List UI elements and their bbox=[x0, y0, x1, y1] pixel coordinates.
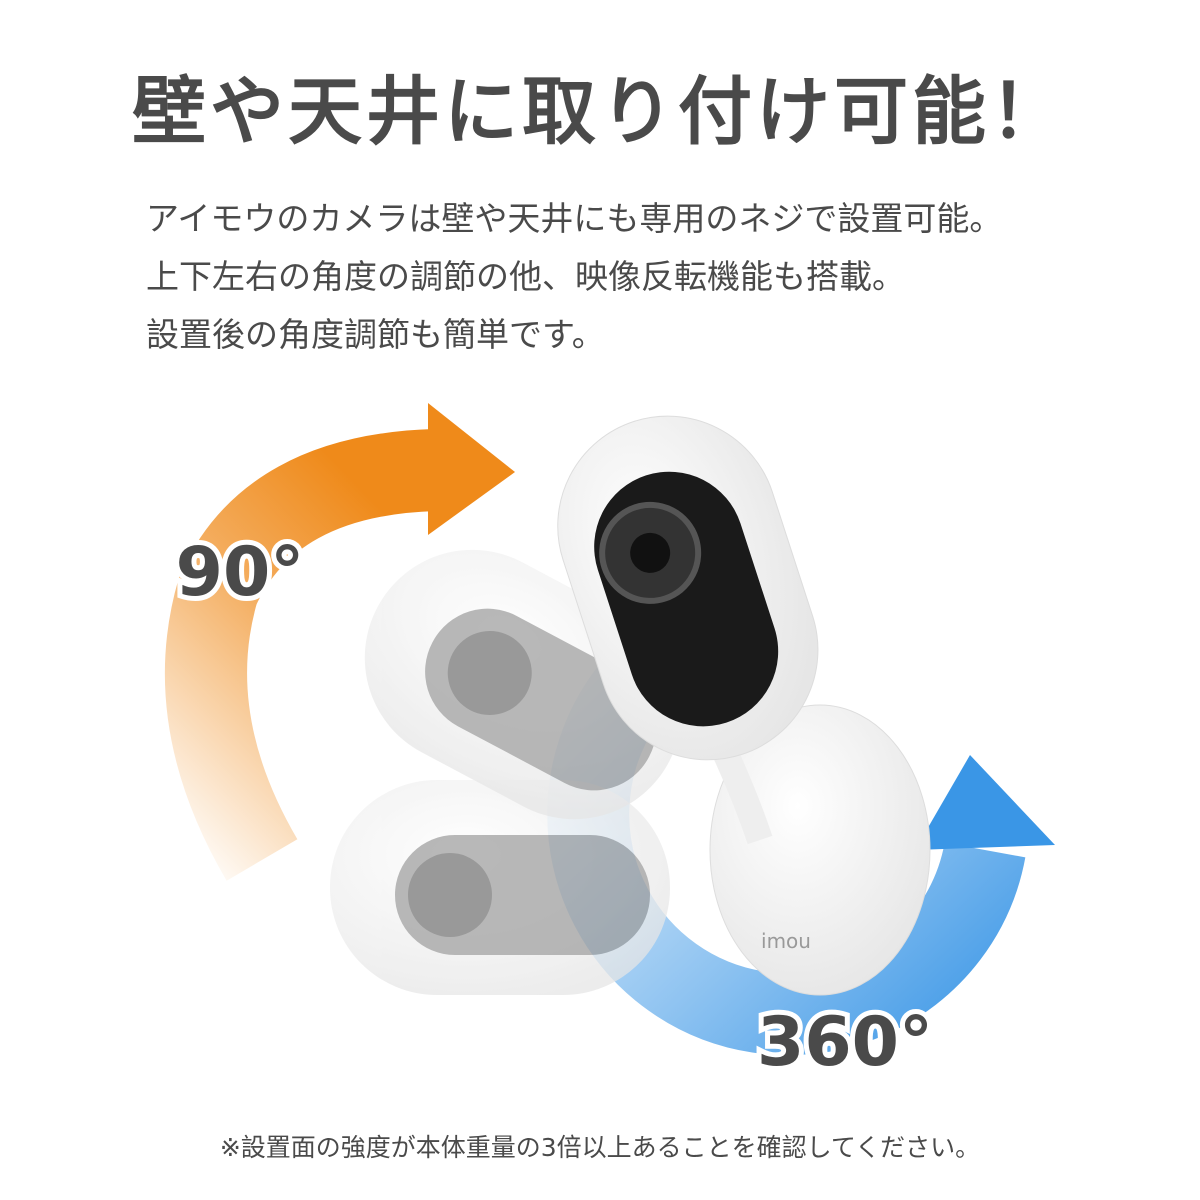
description-line: 設置後の角度調節も簡単です。 bbox=[146, 315, 605, 354]
brand-logo: imou bbox=[761, 929, 811, 953]
description: アイモウのカメラは壁や天井にも専用のネジで設置可能。 上下左右の角度の調節の他、… bbox=[146, 190, 1002, 364]
pan-angle-label: 360° bbox=[757, 1003, 933, 1082]
description-line: アイモウのカメラは壁や天井にも専用のネジで設置可能。 bbox=[146, 199, 1003, 238]
main-camera bbox=[557, 415, 819, 761]
tilt-arrow bbox=[165, 403, 515, 881]
tilt-angle-label: 90° bbox=[176, 533, 305, 612]
arrow-head-icon bbox=[428, 403, 515, 535]
page-title: 壁や天井に取り付け可能！ bbox=[132, 69, 1068, 155]
ghost-camera-horizontal bbox=[330, 780, 670, 995]
description-line: 上下左右の角度の調節の他、映像反転機能も搭載。 bbox=[146, 257, 905, 296]
installation-note: ※設置面の強度が本体重量の3倍以上あることを確認してください。 bbox=[219, 1133, 981, 1162]
arrow-head-icon bbox=[915, 755, 1055, 850]
